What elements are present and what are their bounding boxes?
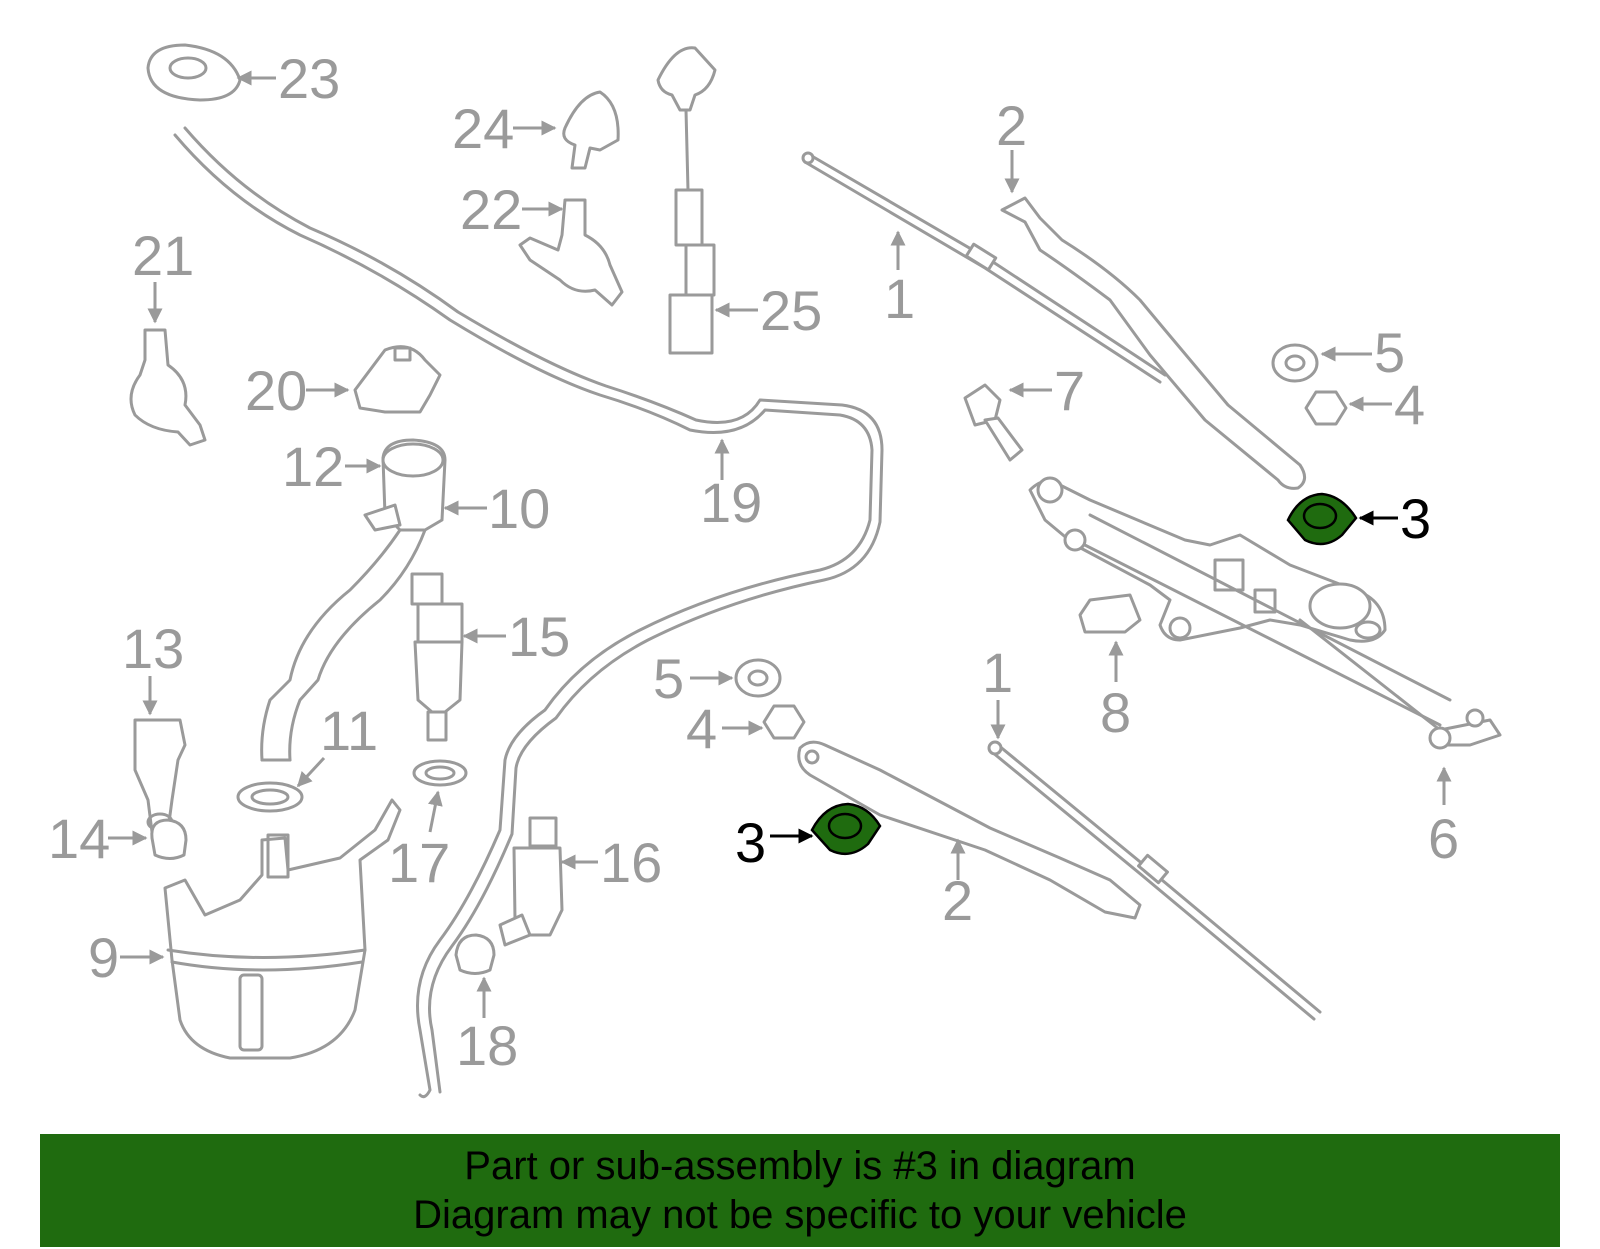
part-2-wiper-arm-lower [797,740,1142,920]
washer-hose-19-outline [183,126,884,1094]
callout-2b: 2 [942,869,973,932]
banner-line-2: Diagram may not be specific to your vehi… [413,1193,1187,1237]
part-4-nut-upper [1304,390,1348,426]
callout-3a: 3 [1400,487,1431,550]
callout-7: 7 [1054,359,1085,422]
callout-10: 10 [488,477,550,540]
info-banner: Part or sub-assembly is #3 in diagram Di… [40,1134,1560,1247]
callout-9: 9 [88,926,119,989]
part-18-grommet [454,933,496,975]
callout-8: 8 [1100,681,1131,744]
callout-19: 19 [700,471,762,534]
part-17-grommet [412,759,468,787]
part-22-connector [518,198,624,307]
part-3-cap-lower [810,802,882,856]
leader-17 [427,790,443,833]
washer-hose-19 [173,133,874,1099]
part-2-wiper-arm-upper [1000,196,1306,490]
callout-6: 6 [1428,807,1459,870]
part-11-ring [236,781,304,813]
part-5-washer-upper [1271,343,1319,383]
part-15-pump [410,572,464,742]
part-8-bracket [1078,593,1142,634]
banner-line-1: Part or sub-assembly is #3 in diagram [464,1144,1136,1188]
part-4-nut-lower [762,704,806,740]
callout-4b: 4 [686,697,717,760]
callout-15: 15 [508,605,570,668]
callout-1b: 1 [982,641,1013,704]
part-11-ring-inner [250,788,290,806]
callout-17: 17 [388,831,450,894]
callout-22: 22 [460,178,522,241]
part-1-wiper-blade-lower [987,740,1322,1021]
part-10-filler-neck [260,438,447,762]
part-21-valve [129,328,207,447]
part-25-sensor [656,46,717,355]
callout-24: 24 [452,97,514,160]
part-14-grommet [150,818,188,860]
part-23-cap [146,43,242,102]
callout-20: 20 [245,359,307,422]
part-5-washer-upper-inner [1284,354,1306,372]
callout-18: 18 [456,1014,518,1077]
callout-2a: 2 [996,94,1027,157]
callout-16: 16 [600,831,662,894]
part-7-bolt [963,383,1024,462]
callout-3b: 3 [735,811,766,874]
callout-14: 14 [48,807,110,870]
part-5-washer-lower [734,658,782,698]
callout-12: 12 [282,435,344,498]
callout-1a: 1 [884,267,915,330]
leader-11 [296,756,326,788]
callout-21: 21 [132,224,194,287]
callout-4a: 4 [1394,373,1425,436]
part-16-pump [498,816,564,947]
callout-13: 13 [122,617,184,680]
callout-25: 25 [760,279,822,342]
part-9-reservoir [163,798,402,1060]
part-6-linkage [1028,476,1502,750]
callout-23: 23 [278,47,340,110]
part-24-nozzle [562,90,620,170]
part-3-cap-upper [1286,492,1358,546]
part-1-wiper-blade-upper [801,151,1167,384]
part-17-grommet-inner [424,765,456,781]
callout-11: 11 [320,699,378,762]
callout-5b: 5 [653,647,684,710]
part-20-clip [353,345,442,414]
callout-5a: 5 [1374,321,1405,384]
part-5-washer-lower-inner [747,669,769,687]
part-13-sensor [133,718,187,834]
